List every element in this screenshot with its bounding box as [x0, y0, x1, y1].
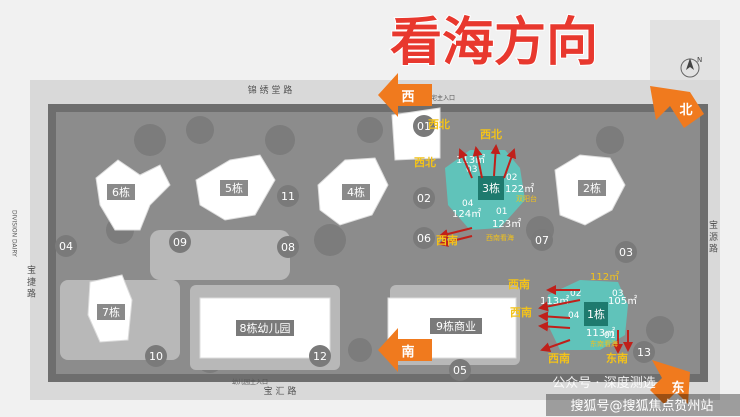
site-markers [55, 115, 655, 381]
t3-area-122: 122㎡ [505, 183, 534, 195]
building-1-label: 1栋 [587, 307, 605, 321]
note-t1-01: 东南看海 [590, 339, 618, 348]
svg-text:南: 南 [401, 344, 414, 360]
direction-west: 西 [378, 73, 432, 117]
tower-1-core [584, 302, 608, 326]
road-labels: 锦 绣 堂 路 宝 汇 路 住宅主入口 幼儿园主入口 [232, 84, 455, 397]
t1-unit-01: 01 [604, 331, 615, 341]
page-title: 看海方向 [390, 13, 598, 73]
site-02: 02 [417, 192, 431, 205]
t3-area-113: 113㎡ [456, 154, 485, 166]
t3-unit-02: 02 [506, 173, 517, 183]
road-bottom: 宝 汇 路 [264, 385, 297, 397]
orient-t1-sw: 西南 [510, 305, 532, 319]
road-right: 宝 源 路 [707, 219, 718, 254]
site-12: 12 [313, 350, 327, 363]
svg-text:北: 北 [679, 103, 692, 118]
site-07: 07 [535, 234, 549, 247]
svg-text:东: 东 [671, 380, 684, 396]
small-notes: 西南看海 东南看海 双阳台 [486, 194, 618, 348]
orient-t3-sw: 西南 [436, 233, 458, 247]
t3-unit-03: 03 [466, 165, 477, 175]
sohu-watermark: 搜狐号@搜狐焦点贺州站 [570, 399, 713, 414]
compass-north: N [697, 56, 702, 64]
building-7-label: 7栋 [102, 305, 120, 319]
t1-unit-03: 03 [612, 289, 623, 299]
entrance-bottom: 幼儿园主入口 [232, 378, 268, 386]
direction-south: 南 [378, 328, 432, 372]
t1-unit-02: 02 [570, 289, 581, 299]
direction-north: 北 [650, 86, 704, 128]
top-right-block [650, 20, 720, 80]
orient-t1-w: 西南 [508, 277, 530, 291]
t1-area-113b: 113㎡ [586, 327, 615, 339]
svg-text:西: 西 [401, 90, 414, 105]
building-6-label: 6栋 [112, 185, 130, 199]
site-11: 11 [281, 190, 295, 203]
building-4-label: 4栋 [347, 185, 365, 199]
building-5-label: 5栋 [225, 181, 243, 195]
facility-labels: 8栋幼儿园 9栋商业 [236, 318, 482, 336]
compass-icon: N [680, 56, 702, 78]
road-left-small: DIVISION DAIRY [11, 210, 18, 257]
wechat-watermark: 公众号 · 深度测选 [552, 375, 655, 391]
entrance-top: 住宅主入口 [425, 94, 455, 102]
site-01: 01 [417, 120, 431, 133]
kindergarten-label: 8栋幼儿园 [240, 321, 291, 335]
road-left: 宝 捷 路 [25, 264, 36, 299]
t1-unit-04: 04 [568, 311, 580, 321]
site-04: 04 [59, 240, 73, 253]
tower-3-core [478, 176, 504, 200]
note-t3-01: 西南看海 [486, 233, 514, 242]
t1-area-112: 112㎡ [590, 271, 619, 283]
orient-t3-nw2: 西北 [480, 127, 502, 141]
tower-1-view-arrows [538, 285, 633, 354]
building-3-label: 3栋 [482, 181, 500, 195]
building-2-label: 2栋 [583, 181, 601, 195]
building-labels: 6栋 5栋 4栋 2栋 7栋 3栋 1栋 [97, 180, 606, 321]
site-09: 09 [173, 236, 187, 249]
t3-area-123: 123㎡ [492, 218, 521, 230]
note-t3-02: 双阳台 [516, 194, 537, 203]
t1-area-105: 105㎡ [608, 295, 637, 307]
t3-area-124: 124㎡ [452, 208, 481, 220]
tower-3-view-arrows [438, 144, 517, 247]
site-08: 08 [281, 241, 295, 254]
orient-t3-nw1: 西北 [428, 117, 450, 131]
site-05: 05 [453, 364, 467, 377]
site-number-labels: 01 02 03 04 05 06 07 08 09 10 11 12 13 [59, 120, 651, 377]
site-10: 10 [149, 350, 163, 363]
orient-t1-sw2: 西南 [548, 351, 570, 365]
sohu-watermark-bg [546, 394, 740, 416]
site-06: 06 [417, 232, 431, 245]
road-top: 锦 绣 堂 路 [248, 84, 293, 96]
commercial-label: 9栋商业 [436, 319, 476, 333]
block-01-shape [391, 107, 441, 161]
tower-3-units: 03 02 04 01 113㎡ 122㎡ 124㎡ 123㎡ [452, 154, 534, 230]
greenery [66, 116, 674, 373]
site-03: 03 [619, 246, 633, 259]
direction-east: 东 [650, 360, 690, 404]
road-labels-vertical: 宝 捷 路 宝 源 路 DIVISION DAIRY [11, 210, 718, 299]
orient-t1-se: 东南 [606, 351, 628, 365]
orientation-labels: 西北 西北 西北 西南 西南 西南 西南 东南 [414, 117, 628, 365]
t3-unit-04: 04 [462, 199, 474, 209]
t3-unit-01: 01 [496, 207, 507, 217]
site-13: 13 [637, 346, 651, 359]
orient-t3-nw3: 西北 [414, 155, 436, 169]
